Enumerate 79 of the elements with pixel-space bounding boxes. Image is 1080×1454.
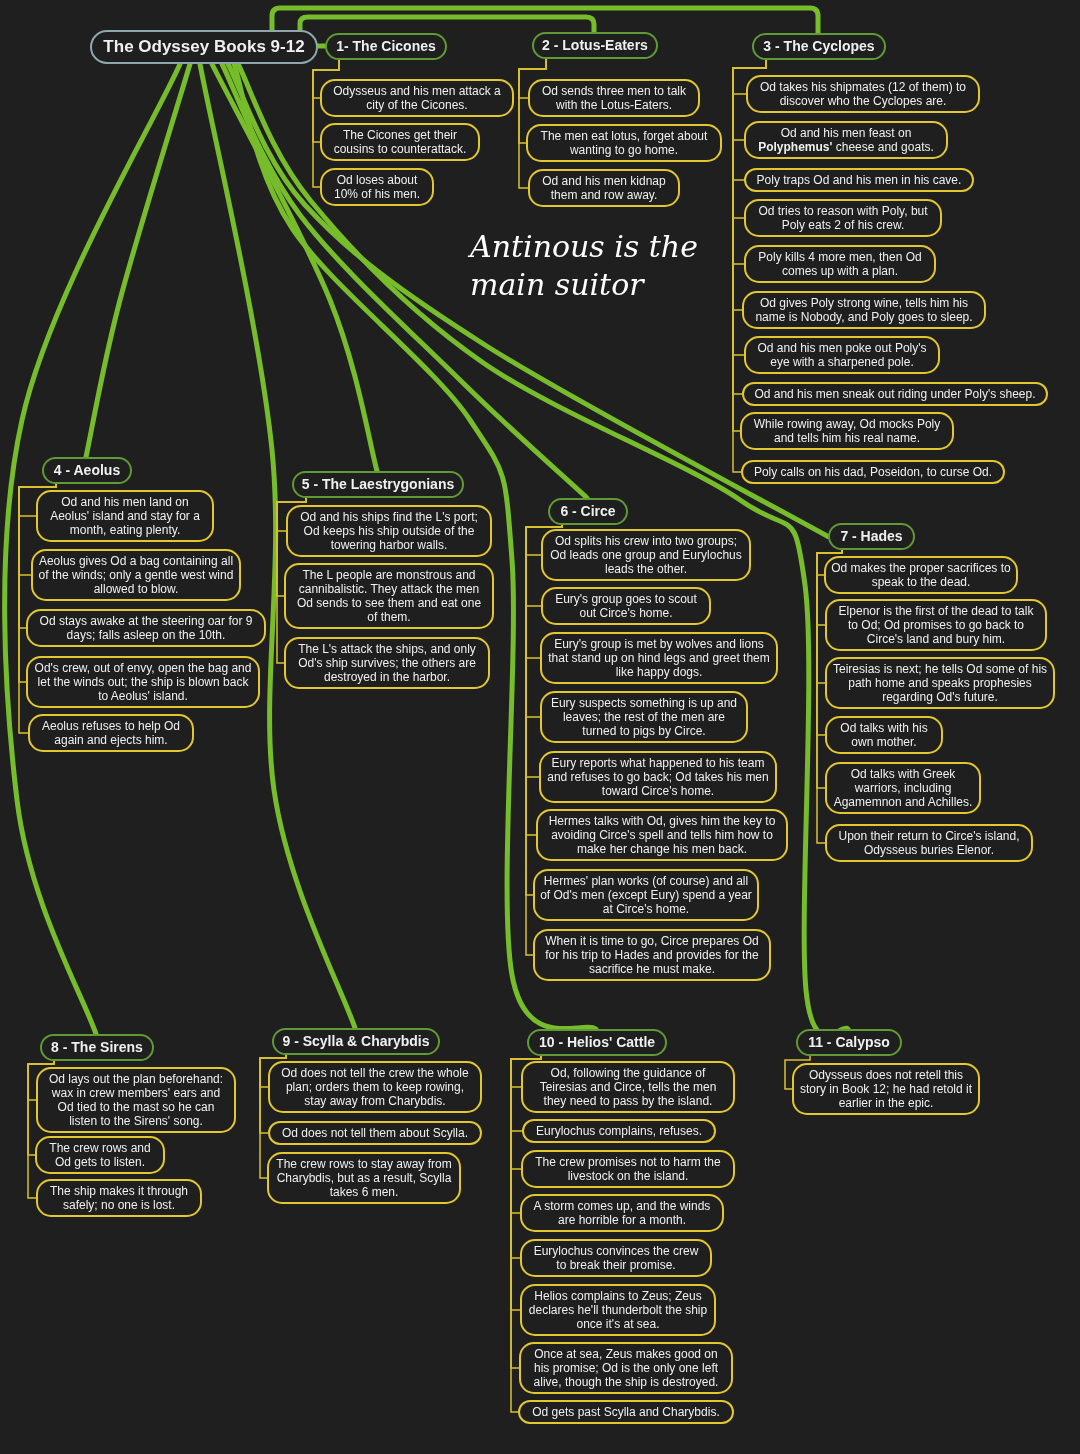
branch-line xyxy=(209,61,380,474)
chapter-node: 4 - Aeolus xyxy=(42,457,132,484)
connector-line xyxy=(276,497,307,664)
event-node: Od talks with Greek warriors, including Agamemnon and Achilles. xyxy=(825,762,981,814)
event-node: Od sends three men to talk with the Lotus-Eaters. xyxy=(528,79,700,117)
event-node: Od's crew, out of envy, open the bag and let the winds out; the ship is blown back to Aeolus' island. xyxy=(26,656,260,708)
event-node: Od splits his crew into two groups; Od leads one group and Eurylochus leads the other. xyxy=(541,529,751,581)
chapter-node: 2 - Lotus-Eaters xyxy=(532,32,658,59)
event-node: Eurylochus convinces the crew to break their promise. xyxy=(520,1239,712,1277)
event-node: The men eat lotus, forget about wanting to go home. xyxy=(526,124,722,162)
event-node: Od and his men poke out Poly's eye with a sharpened pole. xyxy=(744,336,940,374)
event-node: Helios complains to Zeus; Zeus declares he'll thunderbolt the ship once it's at sea. xyxy=(520,1284,716,1336)
chapter-node: 11 - Calypso xyxy=(796,1029,902,1056)
event-node: Hermes talks with Od, gives him the key to avoiding Circe's spell and tells him how to make her change his men back. xyxy=(536,809,788,861)
event-node: Od and his men feast on Polyphemus' cheese and goats. xyxy=(744,121,948,159)
chapter-node: 3 - The Cyclopes xyxy=(752,33,886,60)
chapter-node: 1- The Cicones xyxy=(325,33,447,60)
chapter-node: 8 - The Sirens xyxy=(40,1034,154,1061)
event-node: Od tries to reason with Poly, but Poly eats 2 of his crew. xyxy=(744,199,942,237)
event-node: Aeolus gives Od a bag containing all of the winds; only a gentle west wind allowed to blow. xyxy=(31,549,241,601)
connector-line xyxy=(784,1055,811,1090)
event-node: Poly traps Od and his men in his cave. xyxy=(744,168,974,192)
event-node: Odysseus does not retell this story in Book 12; he had retold it earlier in the epic. xyxy=(792,1063,980,1115)
event-node: Eury suspects something is up and leaves; the rest of the men are turned to pigs by Circe. xyxy=(540,691,748,743)
event-node: Od gives Poly strong wine, tells him his name is Nobody, and Poly goes to sleep. xyxy=(742,291,986,329)
event-node: While rowing away, Od mocks Poly and tells him his real name. xyxy=(740,412,954,450)
chapter-node: 5 - The Laestrygonians xyxy=(292,471,464,498)
connector-line xyxy=(518,58,547,189)
event-node: The crew rows and Od gets to listen. xyxy=(35,1136,165,1174)
branch-line xyxy=(197,61,358,1031)
connector-line xyxy=(312,59,340,188)
event-node: A storm comes up, and the winds are horrible for a month. xyxy=(520,1194,724,1232)
event-node: The crew promises not to harm the livestock on the island. xyxy=(521,1150,735,1188)
event-node: Od takes his shipmates (12 of them) to discover who the Cyclopes are. xyxy=(746,75,980,113)
event-node: Od and his men land on Aeolus' island and stay for a month, eating plenty. xyxy=(36,490,214,542)
event-node: Od and his men sneak out riding under Poly's sheep. xyxy=(742,382,1048,406)
event-node: The Cicones get their cousins to counterattack. xyxy=(320,123,480,161)
connector-line xyxy=(259,1054,287,1179)
event-node: Poly calls on his dad, Poseidon, to curse Od. xyxy=(741,460,1005,484)
connector-line xyxy=(27,1060,55,1199)
chapter-node: 7 - Hades xyxy=(828,523,915,550)
event-node: Od and his ships find the L's port; Od keeps his ship outside of the towering harbor walls. xyxy=(286,505,492,557)
chapter-node: 6 - Circe xyxy=(548,498,628,525)
event-node: Od and his men kidnap them and row away. xyxy=(528,169,680,207)
branch-line xyxy=(269,5,821,36)
event-node: Hermes' plan works (of course) and all of Od's men (except Eury) spend a year at Circe's home. xyxy=(533,869,759,921)
event-node: The ship makes it through safely; no one is lost. xyxy=(36,1179,202,1217)
event-node: Od talks with his own mother. xyxy=(825,716,943,754)
event-node: Aeolus refuses to help Od again and ejects him. xyxy=(28,714,194,752)
event-node: Elpenor is the first of the dead to talk to Od; Od promises to go back to Circe's land and bury him. xyxy=(825,599,1047,651)
chapter-node: 10 - Helios' Cattle xyxy=(527,1029,667,1056)
event-node: Od does not tell them about Scylla. xyxy=(268,1121,482,1145)
branch-line xyxy=(231,61,599,1032)
event-node: The crew rows to stay away from Charybdis, but as a result, Scylla takes 6 men. xyxy=(267,1152,461,1204)
event-node: Od lays out the plan beforehand: wax in crew members' ears and Od tied to the mast so he can listen to the Sirens' song. xyxy=(36,1067,236,1133)
branch-line xyxy=(83,61,193,460)
event-node: Eury's group is met by wolves and lions that stand up on hind legs and greet them like happy dogs. xyxy=(540,632,778,684)
event-node: Od does not tell the crew the whole plan; orders them to keep rowing, stay away from Charybdis. xyxy=(268,1061,482,1113)
branch-line xyxy=(2,61,183,1037)
event-node: Eury's group goes to scout out Circe's home. xyxy=(541,587,711,625)
event-node: The L's attack the ships, and only Od's ship survives; the others are destroyed in the harbor. xyxy=(284,637,490,689)
central-topic-node: The Odyssey Books 9-12 xyxy=(90,30,318,64)
branch-line xyxy=(219,61,590,501)
event-node: Eury reports what happened to his team and refuses to go back; Od takes his men toward Circe's home. xyxy=(539,751,777,803)
branch-line xyxy=(297,14,597,35)
event-node: The L people are monstrous and cannibalistic. They attack the men Od sends to see them and eat one of them. xyxy=(284,563,494,629)
event-node: When it is time to go, Circe prepares Od for his trip to Hades and provides for the sacrifice he must make. xyxy=(533,929,771,981)
event-node: Eurylochus complains, refuses. xyxy=(522,1119,716,1143)
event-node: Od loses about 10% of his men. xyxy=(320,168,434,206)
chapter-node: 9 - Scylla & Charybdis xyxy=(272,1028,440,1055)
event-node: Od stays awake at the steering oar for 9 days; falls asleep on the 10th. xyxy=(26,609,266,647)
event-node: Upon their return to Circe's island, Odysseus buries Elenor. xyxy=(825,824,1033,862)
event-node: Od gets past Scylla and Charybdis. xyxy=(518,1400,734,1424)
event-node: Odysseus and his men attack a city of the Cicones. xyxy=(320,79,514,117)
event-node: Od makes the proper sacrifices to speak to the dead. xyxy=(824,556,1018,594)
event-node: Od, following the guidance of Teiresias and Circe, tells the men they need to pass by the island. xyxy=(521,1061,735,1113)
event-node: Once at sea, Zeus makes good on his promise; Od is the only one left alive, though the ship is destroyed. xyxy=(519,1342,733,1394)
event-node: Teiresias is next; he tells Od some of his path home and speaks prophesies regarding Od's future. xyxy=(825,657,1055,709)
event-node: Poly kills 4 more men, then Od comes up with a plan. xyxy=(744,245,936,283)
